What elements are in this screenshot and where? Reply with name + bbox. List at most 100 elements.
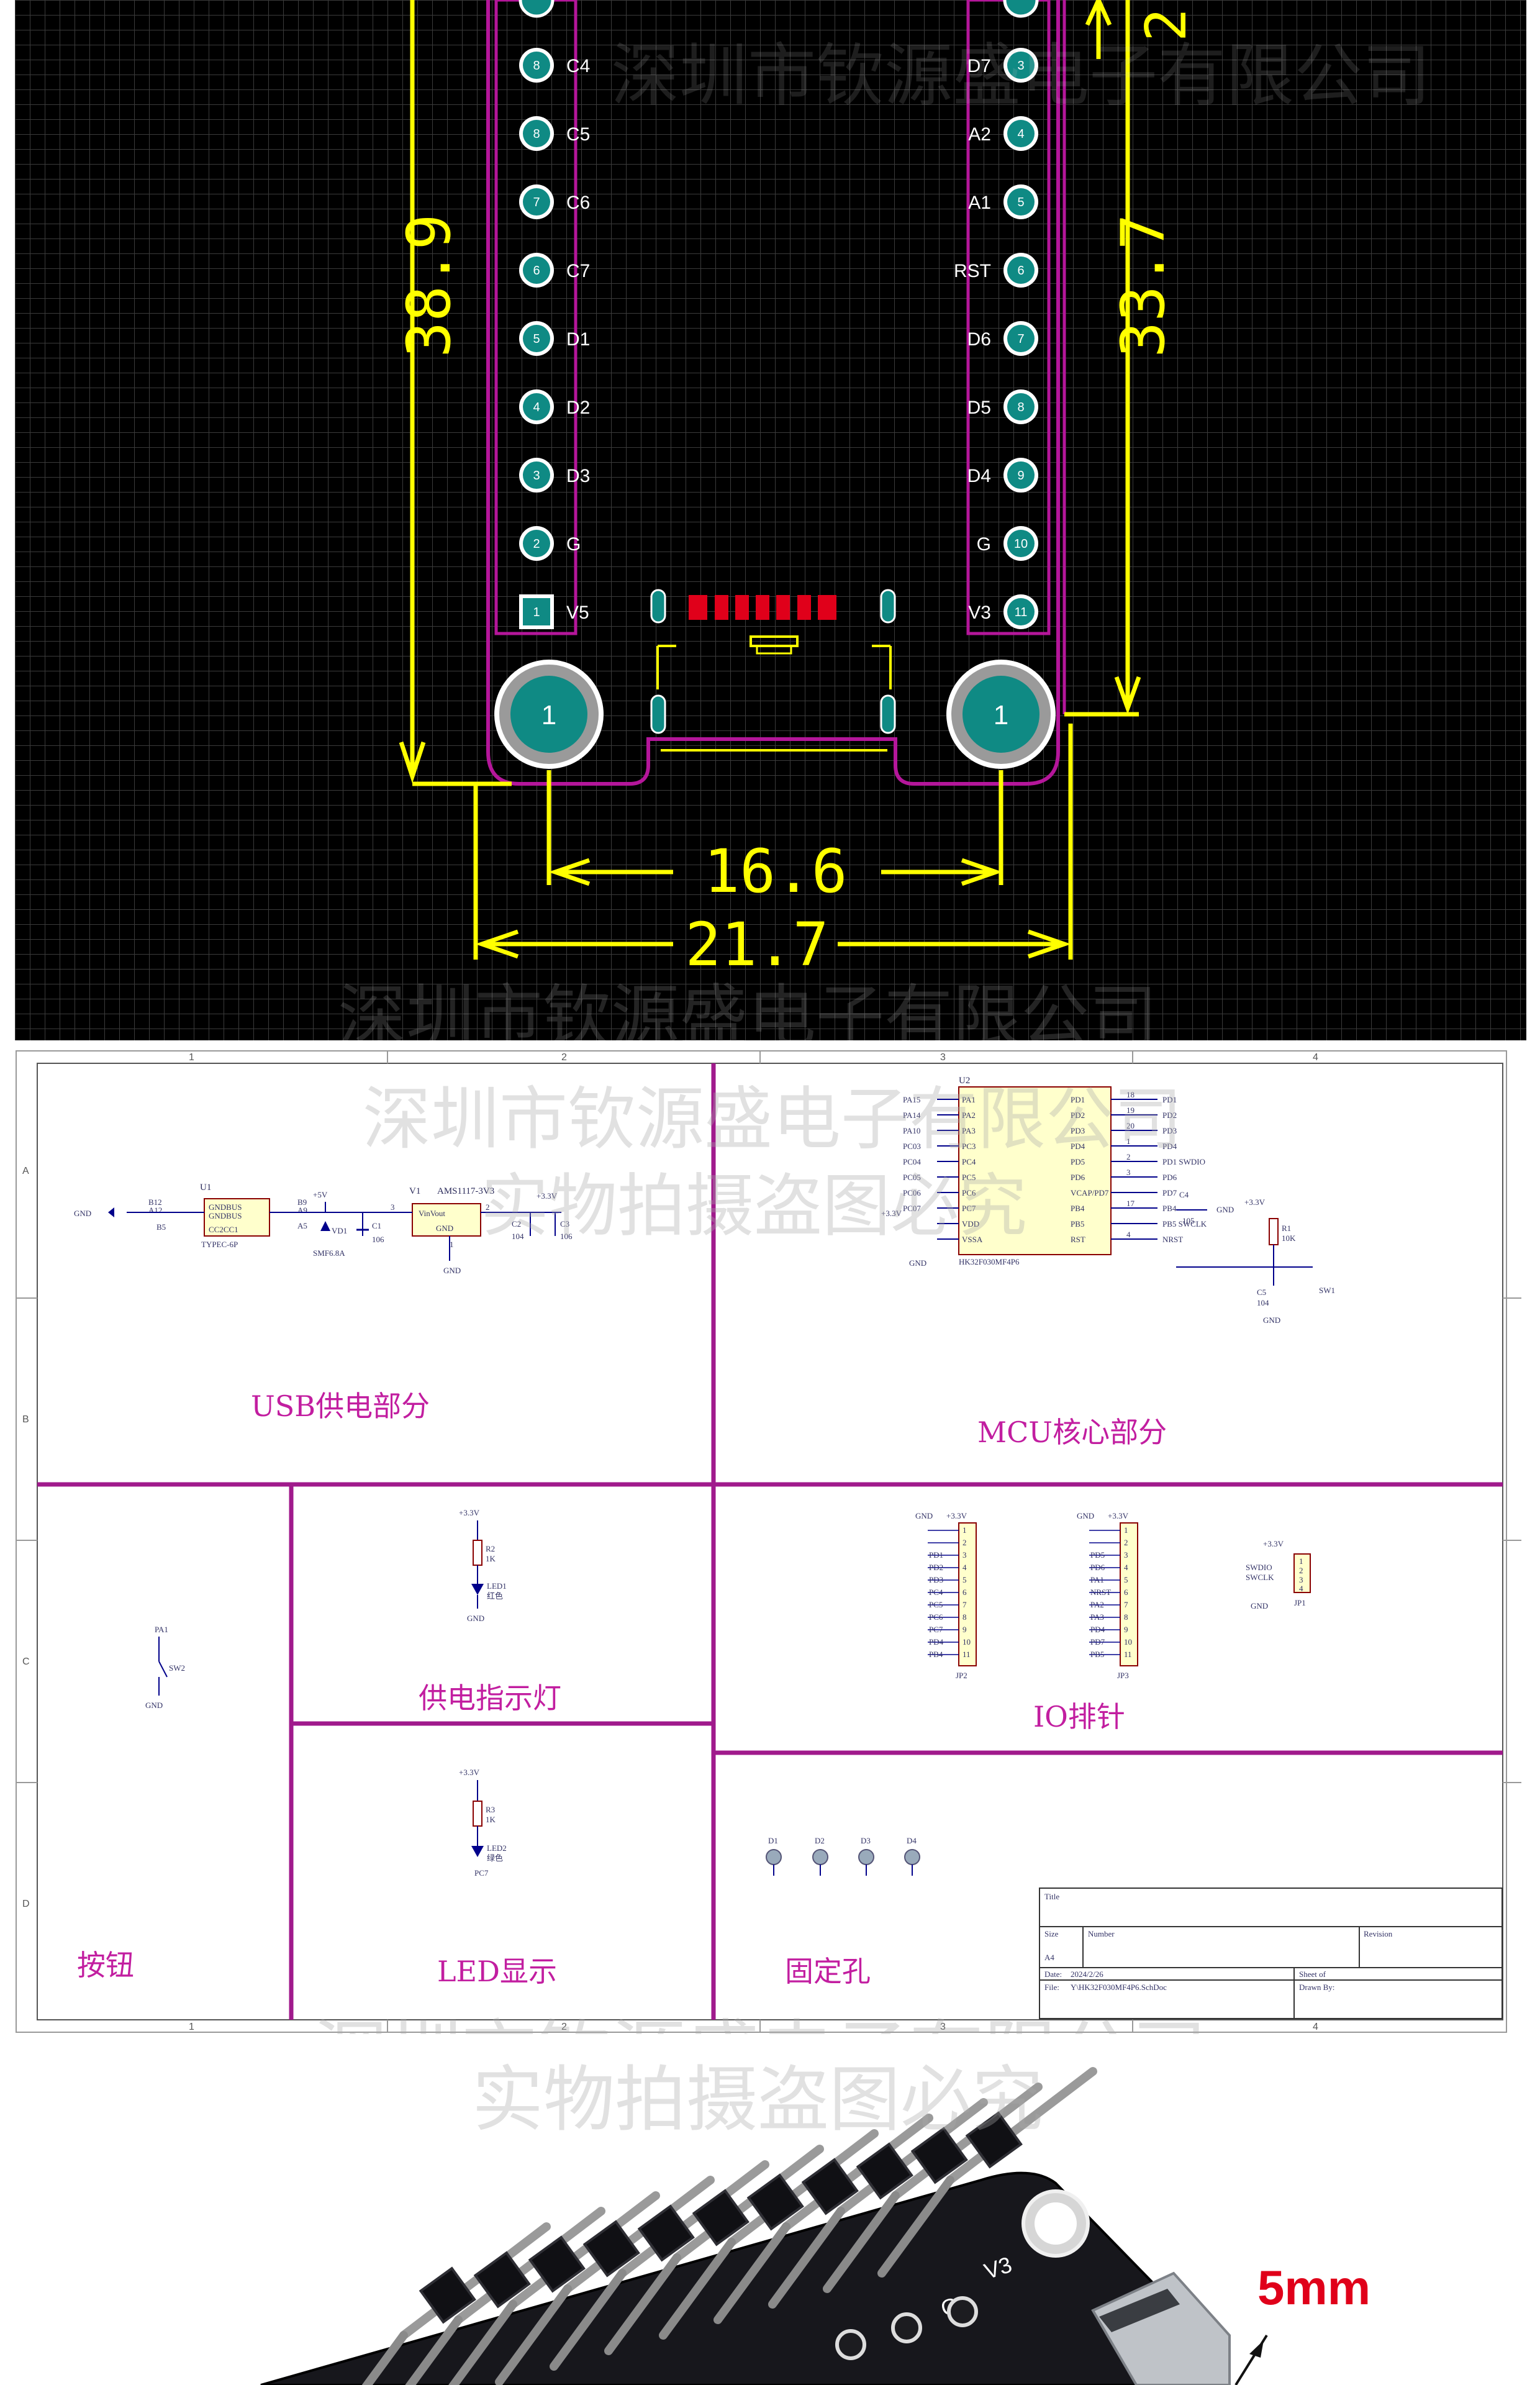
header-net: PD3 (929, 1575, 943, 1584)
svg-text:B12: B12 (148, 1197, 162, 1207)
title-button: 按钮 (77, 1948, 134, 1982)
ruler-col-2-bottom: 2 (561, 2022, 567, 2032)
svg-text:Y\HK32F030MF4P6.SchDoc: Y\HK32F030MF4P6.SchDoc (1071, 1983, 1167, 1992)
svg-text:HK32F030MF4P6: HK32F030MF4P6 (959, 1257, 1020, 1266)
mcu-right-pin: VCAP/PD7 (1071, 1188, 1109, 1197)
svg-text:GND: GND (1251, 1601, 1268, 1610)
right-pin-number: 5 (1017, 196, 1024, 209)
mcu-right-pin-num: 2 (1126, 1152, 1131, 1161)
left-pin-number: 1 (533, 606, 540, 619)
svg-text:+3.3V: +3.3V (537, 1191, 558, 1201)
svg-text:绿色: 绿色 (487, 1853, 503, 1863)
size-5mm-label: 5mm (1257, 2260, 1370, 2315)
svg-text:U2: U2 (959, 1076, 970, 1086)
right-pin-number: 10 (1014, 537, 1028, 551)
right-header-silk (966, 0, 1051, 635)
right-pin: 9D4 (967, 458, 1038, 493)
header-pin-num: 7 (962, 1600, 967, 1609)
mcu-right-pin-num: 18 (1126, 1090, 1135, 1099)
mcu-right-net: PD2 (1162, 1111, 1177, 1120)
mcu-right-net: PD3 (1162, 1126, 1177, 1135)
right-pin: 3D7 (967, 48, 1038, 83)
button-circuit: PA1 SW2 GND (145, 1625, 185, 1710)
title-mount-holes: 固定孔 (785, 1955, 871, 1988)
svg-text:SMF6.8A: SMF6.8A (313, 1248, 345, 1258)
header-pin-num: 3 (962, 1550, 967, 1560)
svg-text:File:: File: (1044, 1983, 1059, 1992)
left-pin-number: 5 (533, 332, 540, 346)
svg-text:2024/2/26: 2024/2/26 (1071, 1969, 1103, 1979)
header-pin (495, 2176, 715, 2385)
ruler-col-1: 1 (189, 1052, 194, 1063)
svg-text:C2: C2 (512, 1219, 521, 1229)
header-pin (550, 2160, 769, 2371)
header-pin-num: 9 (1124, 1625, 1128, 1634)
header-pin (604, 2145, 824, 2355)
schematic-panel: 1 2 3 4 1 2 3 4 A B C D USB供电部分 MCU核心部分 … (15, 1050, 1521, 2099)
header-pin-num: 4 (962, 1563, 967, 1572)
mcu-left-net: PC05 (903, 1173, 921, 1182)
sch-watermark-2: 实物拍摄盗图必究 (481, 1166, 1027, 1246)
header-net: PA3 (1090, 1612, 1104, 1622)
mcu-right-net: PD1 SWDIO (1162, 1157, 1205, 1166)
svg-text:D2: D2 (815, 1836, 825, 1845)
svg-text:VinVout: VinVout (419, 1209, 445, 1218)
mcu-left-pin: PC6 (962, 1188, 976, 1197)
svg-text:R1: R1 (1282, 1224, 1291, 1233)
mcu-left-pin: PA2 (962, 1111, 976, 1120)
header-pin-num: 5 (962, 1575, 967, 1584)
dim-hole-spacing: 16.6 (704, 837, 847, 906)
right-pin-label: D7 (967, 56, 991, 76)
mcu-right-pin-num: 20 (1126, 1121, 1135, 1130)
sch-watermark-1: 深圳市钦源盛电子有限公司 (363, 1079, 1182, 1159)
header-pin-num: 10 (1124, 1637, 1132, 1647)
mcu-left-net: PC07 (903, 1204, 921, 1213)
mcu-right-net: NRST (1162, 1235, 1183, 1244)
svg-text:104: 104 (1257, 1298, 1269, 1307)
mcu-right-net: PB5 SWCLK (1162, 1219, 1207, 1229)
mcu-left-pin: PA3 (962, 1126, 976, 1135)
mcu-left-net: PC03 (903, 1142, 921, 1151)
svg-text:红色: 红色 (487, 1591, 503, 1601)
right-pin: 7D6 (967, 321, 1038, 356)
svg-text:C1: C1 (372, 1221, 381, 1230)
svg-text:JP1: JP1 (1294, 1598, 1306, 1607)
usb-c-connector (1091, 2271, 1231, 2385)
header-pin-num: 3 (1124, 1550, 1128, 1560)
dim-right-height: 33.7 (1108, 214, 1178, 357)
right-pin: 8D5 (967, 389, 1038, 424)
mcu-right-pin-num: 4 (1126, 1230, 1131, 1239)
svg-text:C3: C3 (560, 1219, 569, 1229)
mcu-right-net: PD6 (1162, 1173, 1177, 1182)
svg-text:1: 1 (994, 700, 1008, 730)
svg-text:R2: R2 (486, 1544, 495, 1553)
right-pin: 10G (977, 526, 1038, 561)
right-pin-number: 6 (1017, 264, 1024, 278)
svg-text:PA1: PA1 (155, 1625, 168, 1634)
mcu-left-net: PA15 (903, 1095, 920, 1104)
left-pin-label: V5 (566, 602, 589, 623)
mcu-right-net: PB4 (1162, 1204, 1177, 1213)
mcu-right-pin: PD4 (1071, 1142, 1085, 1151)
header-jp2: GND+3.3V1234567891011PD1PD2PD3PC4PC5PC6P… (915, 1511, 977, 1680)
svg-text:VD1: VD1 (332, 1226, 347, 1235)
power-led-circuit: +3.3V R2 1K LED1 红色 GND (459, 1508, 507, 1623)
svg-text:A5: A5 (297, 1221, 307, 1230)
left-header-silk (494, 0, 578, 635)
svg-text:U1: U1 (200, 1183, 211, 1192)
left-pin-label: C5 (566, 124, 590, 145)
svg-text:PC7: PC7 (474, 1868, 489, 1878)
right-pin: 4A2 (968, 116, 1038, 151)
svg-text:C5: C5 (1257, 1288, 1266, 1297)
header-ref: JP3 (1117, 1671, 1129, 1680)
svg-text:SW1: SW1 (1319, 1286, 1335, 1295)
header-pin-num: 6 (1124, 1588, 1128, 1597)
header-net: PD4 (1090, 1625, 1105, 1634)
